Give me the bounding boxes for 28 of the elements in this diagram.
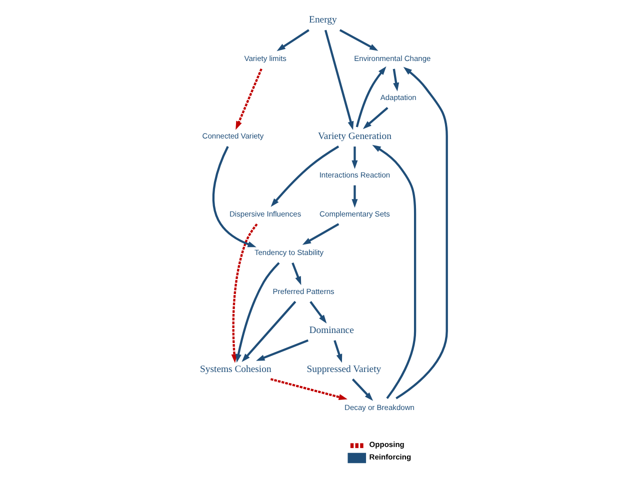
arrow [395,66,448,400]
arrow [372,144,416,400]
arrow [309,301,326,324]
arrow [241,300,296,362]
node-text: Suppressed Variety [306,364,381,375]
arrow [230,223,258,363]
node-text: Energy [308,14,336,26]
arrow [338,29,378,51]
arrow [270,378,347,400]
arrow [351,185,358,208]
arrow [270,145,339,207]
arrow [333,340,342,363]
arrow [212,146,256,248]
arrow [291,262,301,286]
arrow [235,68,262,130]
arrow [355,66,386,128]
arrow [351,378,373,401]
arrow [392,68,399,92]
node-text: Systems Cohesion [200,364,271,375]
node-text: Variety Generation [318,131,391,142]
arrow [324,30,354,130]
node-text: Dominance [308,324,354,336]
arrow [362,106,388,130]
arrow [351,146,358,169]
arrow [235,262,280,363]
arrow [276,29,309,52]
arrow [256,339,308,361]
arrow [302,223,339,245]
